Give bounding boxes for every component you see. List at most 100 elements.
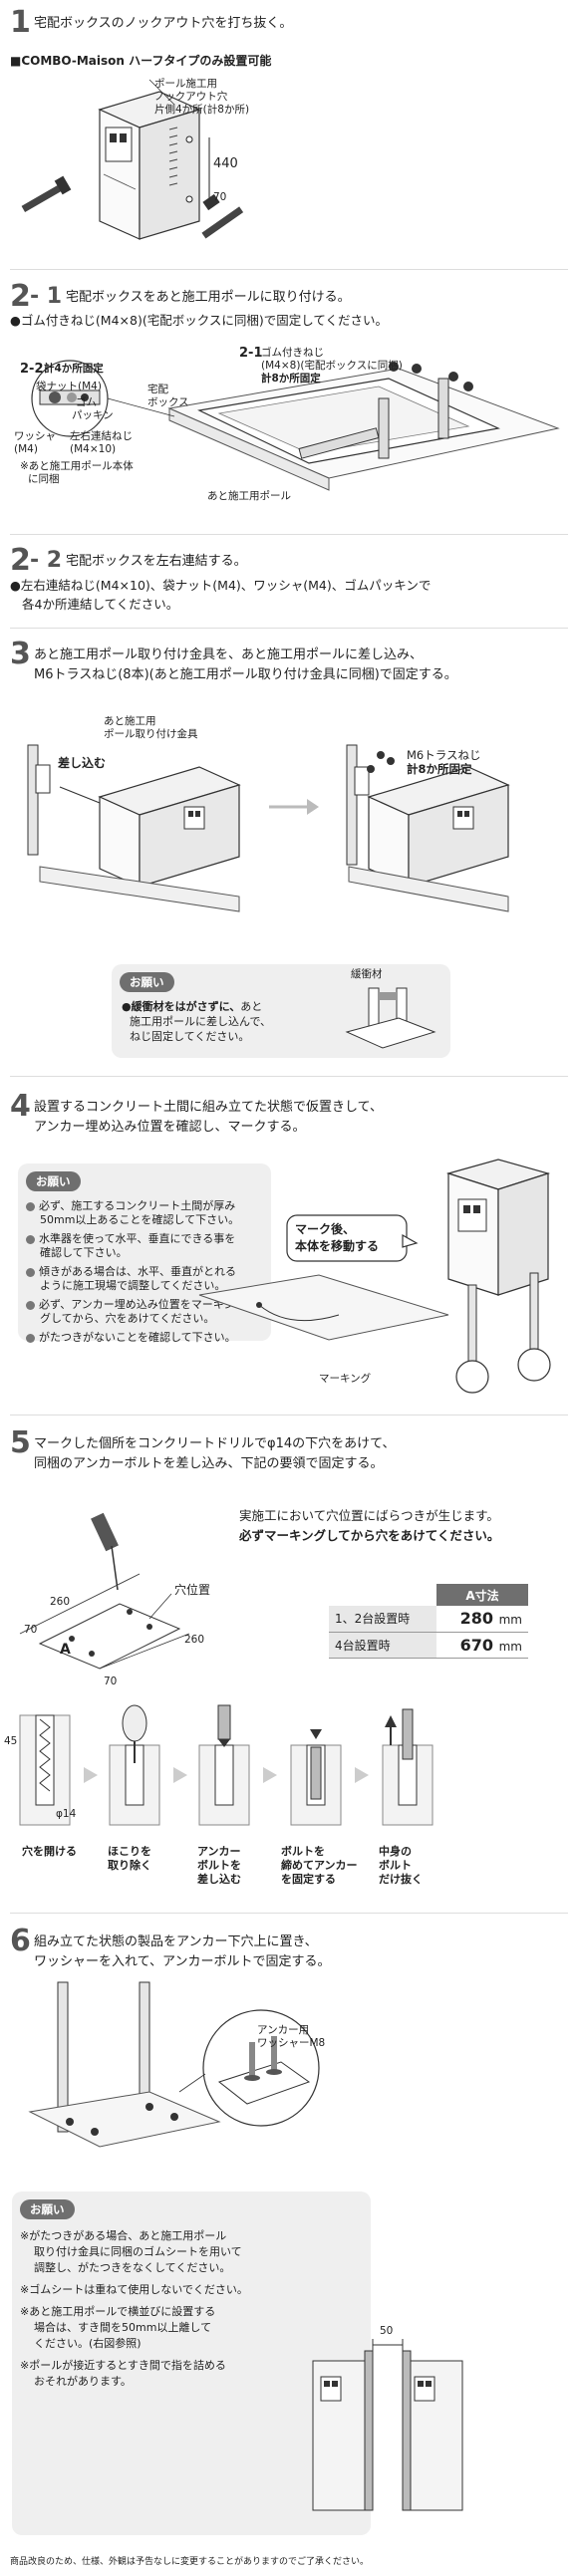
step-2-2-text-a: ●左右連結ねじ(M4×10)、袋ナット(M4)、ワッシャ(M4)、ゴムパッキンで [10, 578, 432, 593]
step-5-dim-45: 45 [4, 1735, 18, 1747]
step-2-1-screw-b: (M4×10) [70, 443, 117, 455]
step-5-dim-260: 260 [50, 1596, 71, 1608]
step-6-note-text: 場合は、すき間を50mm以上離して [34, 2321, 212, 2334]
step-5-number: 5 [10, 1425, 31, 1460]
bullet-icon [26, 1300, 35, 1310]
step-6-spacing-illustration [312, 2339, 463, 2511]
step-2-1-screw-a: 左右連結ねじ [70, 430, 133, 442]
step-6-note-line: ※あと施工用ポールで横並びに設置する [20, 2305, 215, 2319]
step-6-note-text: ※がたつきがある場合、あと施工用ポール [20, 2229, 227, 2242]
step-5-a-dimension-table: A寸法 1、2台設置時 280 mm 4台設置時 670 mm [329, 1584, 528, 1659]
divider [10, 1415, 568, 1416]
step-2-2-number: 2 [10, 543, 31, 578]
value: 280 [459, 1609, 494, 1629]
step-4-note-text: がたつきがないことを確認して下さい。 [39, 1331, 236, 1344]
step-4-note-text: グしてから、穴をあけてください。 [40, 1312, 215, 1325]
step-3-truss-count: 計8か所固定 [407, 762, 472, 776]
step-1-label-pole: ポール施工用 [154, 78, 217, 90]
step-4-title-b: アンカー埋め込み位置を確認し、マークする。 [34, 1120, 306, 1135]
step-3-cushion-label: 緩衝材 [351, 968, 383, 980]
step-3-truss: M6トラスねじ [407, 748, 481, 762]
step-5-process-label: 取り除く [108, 1859, 151, 1872]
step-5-title-b: 同梱のアンカーボルトを差し込み、下記の要領で固定する。 [34, 1456, 384, 1471]
step-3-cushion-illustration [345, 987, 436, 1049]
step-2-1-detail-num: 2-2 [20, 362, 44, 377]
table-row-label: 4台設置時 [329, 1632, 436, 1659]
step-5-hole-pos: 穴位置 [174, 1583, 211, 1597]
step-1-title: 宅配ボックスのノックアウト穴を打ち抜く。 [34, 16, 293, 31]
step-3-note-tag: お願い [120, 972, 174, 992]
step-5-process-label: ボルトを [281, 1845, 325, 1858]
step-2-1-label-box-b: ボックス [147, 396, 189, 408]
step-2-1-pole-label: あと施工用ポール [207, 490, 291, 502]
step-3-bracket-a: あと施工用 [104, 715, 156, 727]
step-6-number: 6 [10, 1924, 31, 1958]
value: 670 [459, 1635, 494, 1655]
step-4-note-line: グしてから、穴をあけてください。 [40, 1312, 214, 1326]
step-6-note-text: おそれがあります。 [34, 2375, 132, 2388]
step-2-1-number: 2 [10, 279, 31, 314]
divider [10, 628, 568, 629]
bullet-icon [26, 1201, 35, 1211]
bullet-icon [26, 1234, 35, 1244]
step-2-1-note-b: に同梱 [28, 473, 60, 485]
divider [10, 1913, 568, 1914]
step-1-dim-440: 440 [213, 156, 238, 171]
step-4-callout-bubble [286, 1214, 419, 1262]
step-5-warning-b: 必ずマーキングしてから穴をあけてください。 [239, 1528, 500, 1543]
step-4-note-tag: お願い [26, 1171, 81, 1191]
step-4-callout-b: 本体を移動する [295, 1239, 380, 1253]
step-2-1-detail-count: 計4か所固定 [44, 363, 104, 375]
table-row: 4台設置時 670 mm [329, 1632, 528, 1659]
step-3-title-a: あと施工用ポール取り付け金具を、あと施工用ポールに差し込み、 [34, 647, 424, 662]
step-6-note-line: ※がたつきがある場合、あと施工用ポール [20, 2229, 226, 2243]
step-4-note-text: 傾きがある場合は、水平、垂直がとれる [39, 1265, 236, 1278]
step-2-1-illustration [31, 360, 560, 491]
step-5-dim-70: 70 [24, 1624, 38, 1636]
step-1-label-knockout: ノックアウト穴 [154, 91, 228, 103]
step-3-note-line-a: ●緩衝材をはがさずに、あと [122, 1000, 262, 1014]
step-6-note-text: ※あと施工用ポールで横並びに設置する [20, 2305, 216, 2318]
step-4-title-a: 設置するコンクリート土間に組み立てた状態で仮置きして、 [34, 1100, 383, 1115]
step-5-process-label: 穴を開ける [22, 1845, 77, 1858]
step-4-note-line: 必ず、施工するコンクリート土間が厚み [26, 1199, 235, 1213]
step-2-1-rubber-a: ゴム [76, 396, 97, 408]
step-6-note-text: ※ポールが接近するとすき間で指を詰める [20, 2359, 226, 2372]
step-4-marking: マーキング [319, 1373, 372, 1385]
step-6-washer-b: ワッシャーM8 [257, 2037, 326, 2049]
step-2-1-callout-b: (M4×8)(宅配ボックスに同梱) [261, 360, 403, 372]
step-6-note-box [12, 2191, 371, 2535]
step-4-note-text: 50mm以上あることを確認して下さい。 [40, 1213, 240, 1226]
step-2-1-washer-a: ワッシャ [14, 430, 56, 442]
step-4-note-line: 確認して下さい。 [40, 1246, 128, 1260]
bullet-icon [26, 1333, 35, 1343]
step-2-1-text: ●ゴム付きねじ(M4×8)(宅配ボックスに同梱)で固定してください。 [10, 313, 388, 328]
step-2-1-title: 宅配ボックスをあと施工用ポールに取り付ける。 [66, 290, 351, 305]
step-6-note-text: 調整し、がたつきをなくしてください。 [34, 2261, 231, 2274]
step-5-dim-A: A [60, 1642, 71, 1658]
step-4-illustration [198, 1159, 551, 1394]
step-4-note-line: がたつきがないことを確認して下さい。 [26, 1331, 236, 1345]
step-6-title-a: 組み立てた状態の製品をアンカー下穴上に置き、 [34, 1934, 318, 1949]
step-3-note-line-b: 施工用ポールに差し込んで、 [130, 1015, 272, 1028]
step-5-process-label: 締めてアンカー [281, 1859, 358, 1872]
step-3-illustration [27, 744, 510, 912]
step-3-insert: 差し込む [58, 756, 107, 770]
step-6-note-tag: お願い [20, 2199, 75, 2219]
step-6-note-line: おそれがあります。 [34, 2375, 132, 2389]
step-4-number: 4 [10, 1089, 31, 1124]
step-3-note-line-c: ねじ固定してください。 [130, 1030, 250, 1043]
step-2-1-nut-label: 袋ナット(M4) [36, 381, 102, 392]
divider [10, 534, 568, 535]
step-5-dim-phi14: φ14 [56, 1808, 77, 1820]
step-4-note-line: 50mm以上あることを確認して下さい。 [40, 1213, 239, 1227]
step-4-note-text: 確認して下さい。 [40, 1246, 128, 1259]
step-5-warning-a: 実施工において穴位置にばらつきが生じます。 [239, 1508, 499, 1523]
unit: mm [498, 1639, 522, 1654]
bullet-icon [26, 1267, 35, 1277]
step-3-note-rest: あと [240, 1000, 263, 1013]
step-4-note-text: 必ず、アンカー埋め込み位置をマーキン [39, 1298, 235, 1311]
step-5-process-illustration [19, 1704, 434, 1826]
step-4-note-box [18, 1163, 271, 1341]
